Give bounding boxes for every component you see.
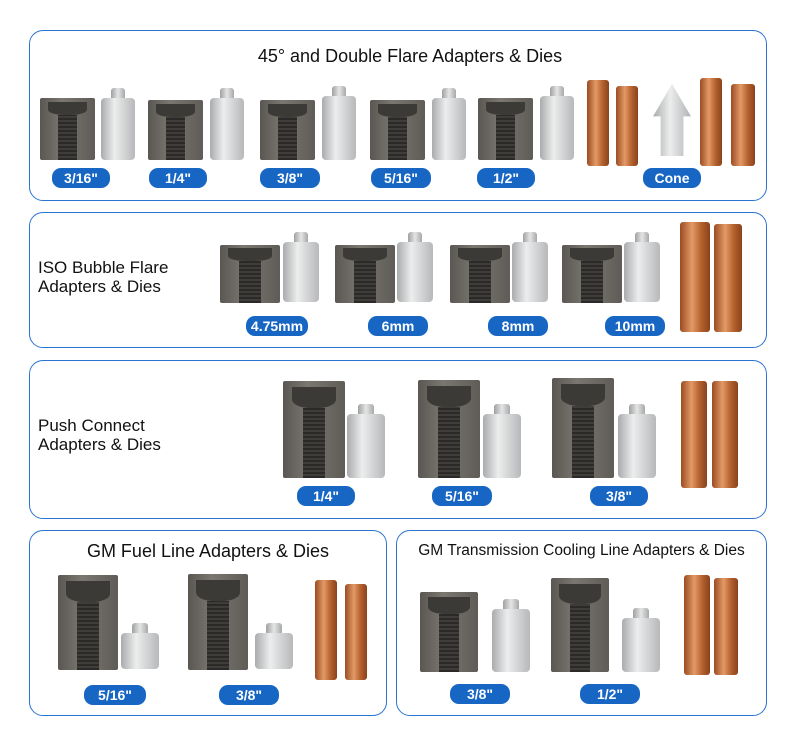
die-image xyxy=(370,100,425,160)
die-image xyxy=(58,575,118,670)
adapter-image xyxy=(210,88,244,160)
copper-tube-image xyxy=(714,224,742,332)
die-image xyxy=(335,245,395,303)
copper-tube-image xyxy=(714,578,738,675)
die-image xyxy=(40,98,95,160)
die-image xyxy=(420,592,478,672)
adapter-image xyxy=(432,88,466,160)
adapter-image xyxy=(483,404,521,478)
title-line: ISO Bubble Flare xyxy=(38,258,169,277)
size-label: 3/8" xyxy=(590,486,648,506)
panel-push-connect xyxy=(29,360,767,519)
title-line: Adapters & Dies xyxy=(38,435,161,454)
die-image xyxy=(418,380,480,478)
panel-gm-transmission xyxy=(396,530,767,716)
panel-gm-fuel xyxy=(29,530,387,716)
size-label: 1/2" xyxy=(580,684,640,704)
adapter-image xyxy=(101,88,135,160)
panel-title: 45° and Double Flare Adapters & Dies xyxy=(257,46,563,66)
adapter-image xyxy=(347,404,385,478)
adapter-image xyxy=(624,232,660,302)
die-image xyxy=(478,98,533,160)
adapter-image xyxy=(255,623,293,669)
panel-iso-bubble xyxy=(29,212,767,348)
adapter-image xyxy=(322,86,356,160)
copper-tube-image xyxy=(681,381,707,488)
copper-tube-image xyxy=(731,84,755,166)
size-label: 6mm xyxy=(368,316,428,336)
panel-double-flare xyxy=(29,30,767,201)
copper-tube-image xyxy=(616,86,638,166)
size-label: 1/2" xyxy=(477,168,535,188)
copper-tube-image xyxy=(587,80,609,166)
size-label: 8mm xyxy=(488,316,548,336)
size-label: 3/8" xyxy=(450,684,510,704)
copper-tube-image xyxy=(712,381,738,488)
copper-tube-image xyxy=(680,222,710,332)
copper-tube-image xyxy=(684,575,710,675)
copper-tube-image xyxy=(345,584,367,680)
die-image xyxy=(450,245,510,303)
panel-title: GM Fuel Line Adapters & Dies xyxy=(86,541,330,561)
size-label: 3/8" xyxy=(219,685,279,705)
copper-tube-image xyxy=(315,580,337,680)
adapter-image xyxy=(618,404,656,478)
adapter-image xyxy=(540,86,574,160)
size-label: 4.75mm xyxy=(246,316,308,336)
die-image xyxy=(283,381,345,478)
die-image xyxy=(220,245,280,303)
adapter-image xyxy=(283,232,319,302)
size-label: 1/4" xyxy=(149,168,207,188)
die-image xyxy=(551,578,609,672)
adapter-image xyxy=(512,232,548,302)
adapter-image xyxy=(121,623,159,669)
size-label: 3/8" xyxy=(260,168,320,188)
title-line: Adapters & Dies xyxy=(38,277,161,296)
adapter-image xyxy=(492,599,530,672)
die-image xyxy=(188,574,248,670)
size-label: 5/16" xyxy=(432,486,492,506)
size-label: 3/16" xyxy=(52,168,110,188)
size-label: 5/16" xyxy=(371,168,431,188)
die-image xyxy=(260,100,315,160)
size-label: 5/16" xyxy=(84,685,146,705)
adapter-image xyxy=(397,232,433,302)
panel-title: GM Transmission Cooling Line Adapters & … xyxy=(418,542,745,559)
copper-tube-image xyxy=(700,78,722,166)
die-image xyxy=(552,378,614,478)
adapter-image xyxy=(622,608,660,672)
die-image xyxy=(562,245,622,303)
size-label: Cone xyxy=(643,168,701,188)
title-line: Push Connect xyxy=(38,416,145,435)
die-image xyxy=(148,100,203,160)
size-label: 10mm xyxy=(605,316,665,336)
size-label: 1/4" xyxy=(297,486,355,506)
